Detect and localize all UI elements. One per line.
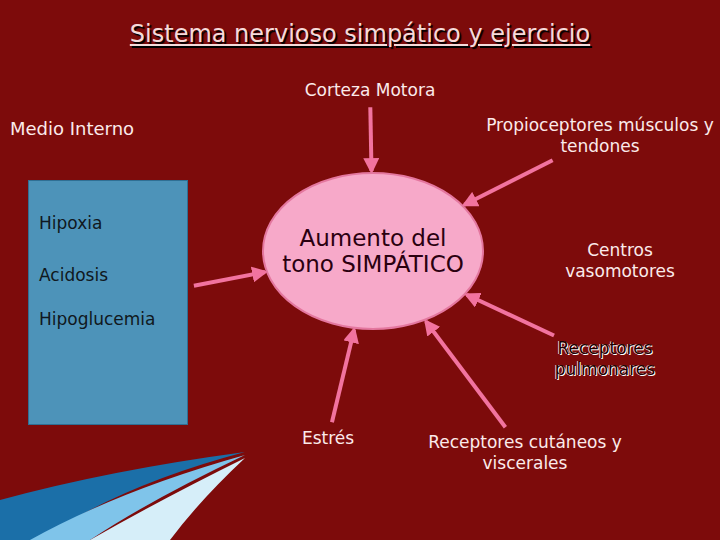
swoosh-band (30, 455, 245, 540)
arrow-connector (194, 272, 265, 286)
diagram-title: Sistema nervioso simpático y ejercicio (0, 20, 720, 48)
ellipse-shape (263, 173, 483, 329)
source-label: Corteza Motora (270, 80, 470, 101)
panel-item: Hipoxia (39, 213, 102, 233)
swoosh-band (0, 452, 245, 540)
panel-item: Acidosis (39, 265, 108, 285)
panel-fill: HipoxiaAcidosisHipoglucemia (28, 180, 188, 425)
source-label-node: Centros vasomotores (545, 240, 695, 283)
arrow-connector (370, 107, 371, 171)
panel-item: Hipoglucemia (39, 309, 156, 329)
input-panel: Medio InternoHipoxiaAcidosisHipoglucemia (8, 118, 198, 430)
arrow-connector (467, 295, 554, 336)
ellipse-text-wrap: Aumento del tono SIMPÁTICO (262, 172, 484, 330)
source-label: Estrés (283, 428, 373, 449)
source-label: Centros vasomotores (545, 240, 695, 283)
source-label-node: Propioceptores músculos y tendones (485, 115, 715, 158)
arrow-connector (332, 330, 354, 422)
ellipse-text: Aumento del tono SIMPÁTICO (275, 225, 471, 278)
source-label-node: Receptores cutáneos y viscerales (420, 432, 630, 475)
source-label-node: Estrés (283, 428, 373, 449)
source-label: Receptores pulmonares (535, 338, 675, 381)
central-ellipse: Aumento del tono SIMPÁTICO (262, 172, 484, 330)
swoosh-band (90, 458, 245, 540)
panel-heading: Medio Interno (8, 118, 198, 139)
source-label-node: Corteza Motora (270, 80, 470, 101)
source-label: Propioceptores músculos y tendones (485, 115, 715, 158)
source-label: Receptores cutáneos y viscerales (420, 432, 630, 475)
arrow-connector (426, 321, 505, 427)
source-label-node: Receptores pulmonares (535, 338, 675, 381)
arrow-connector (464, 160, 552, 205)
